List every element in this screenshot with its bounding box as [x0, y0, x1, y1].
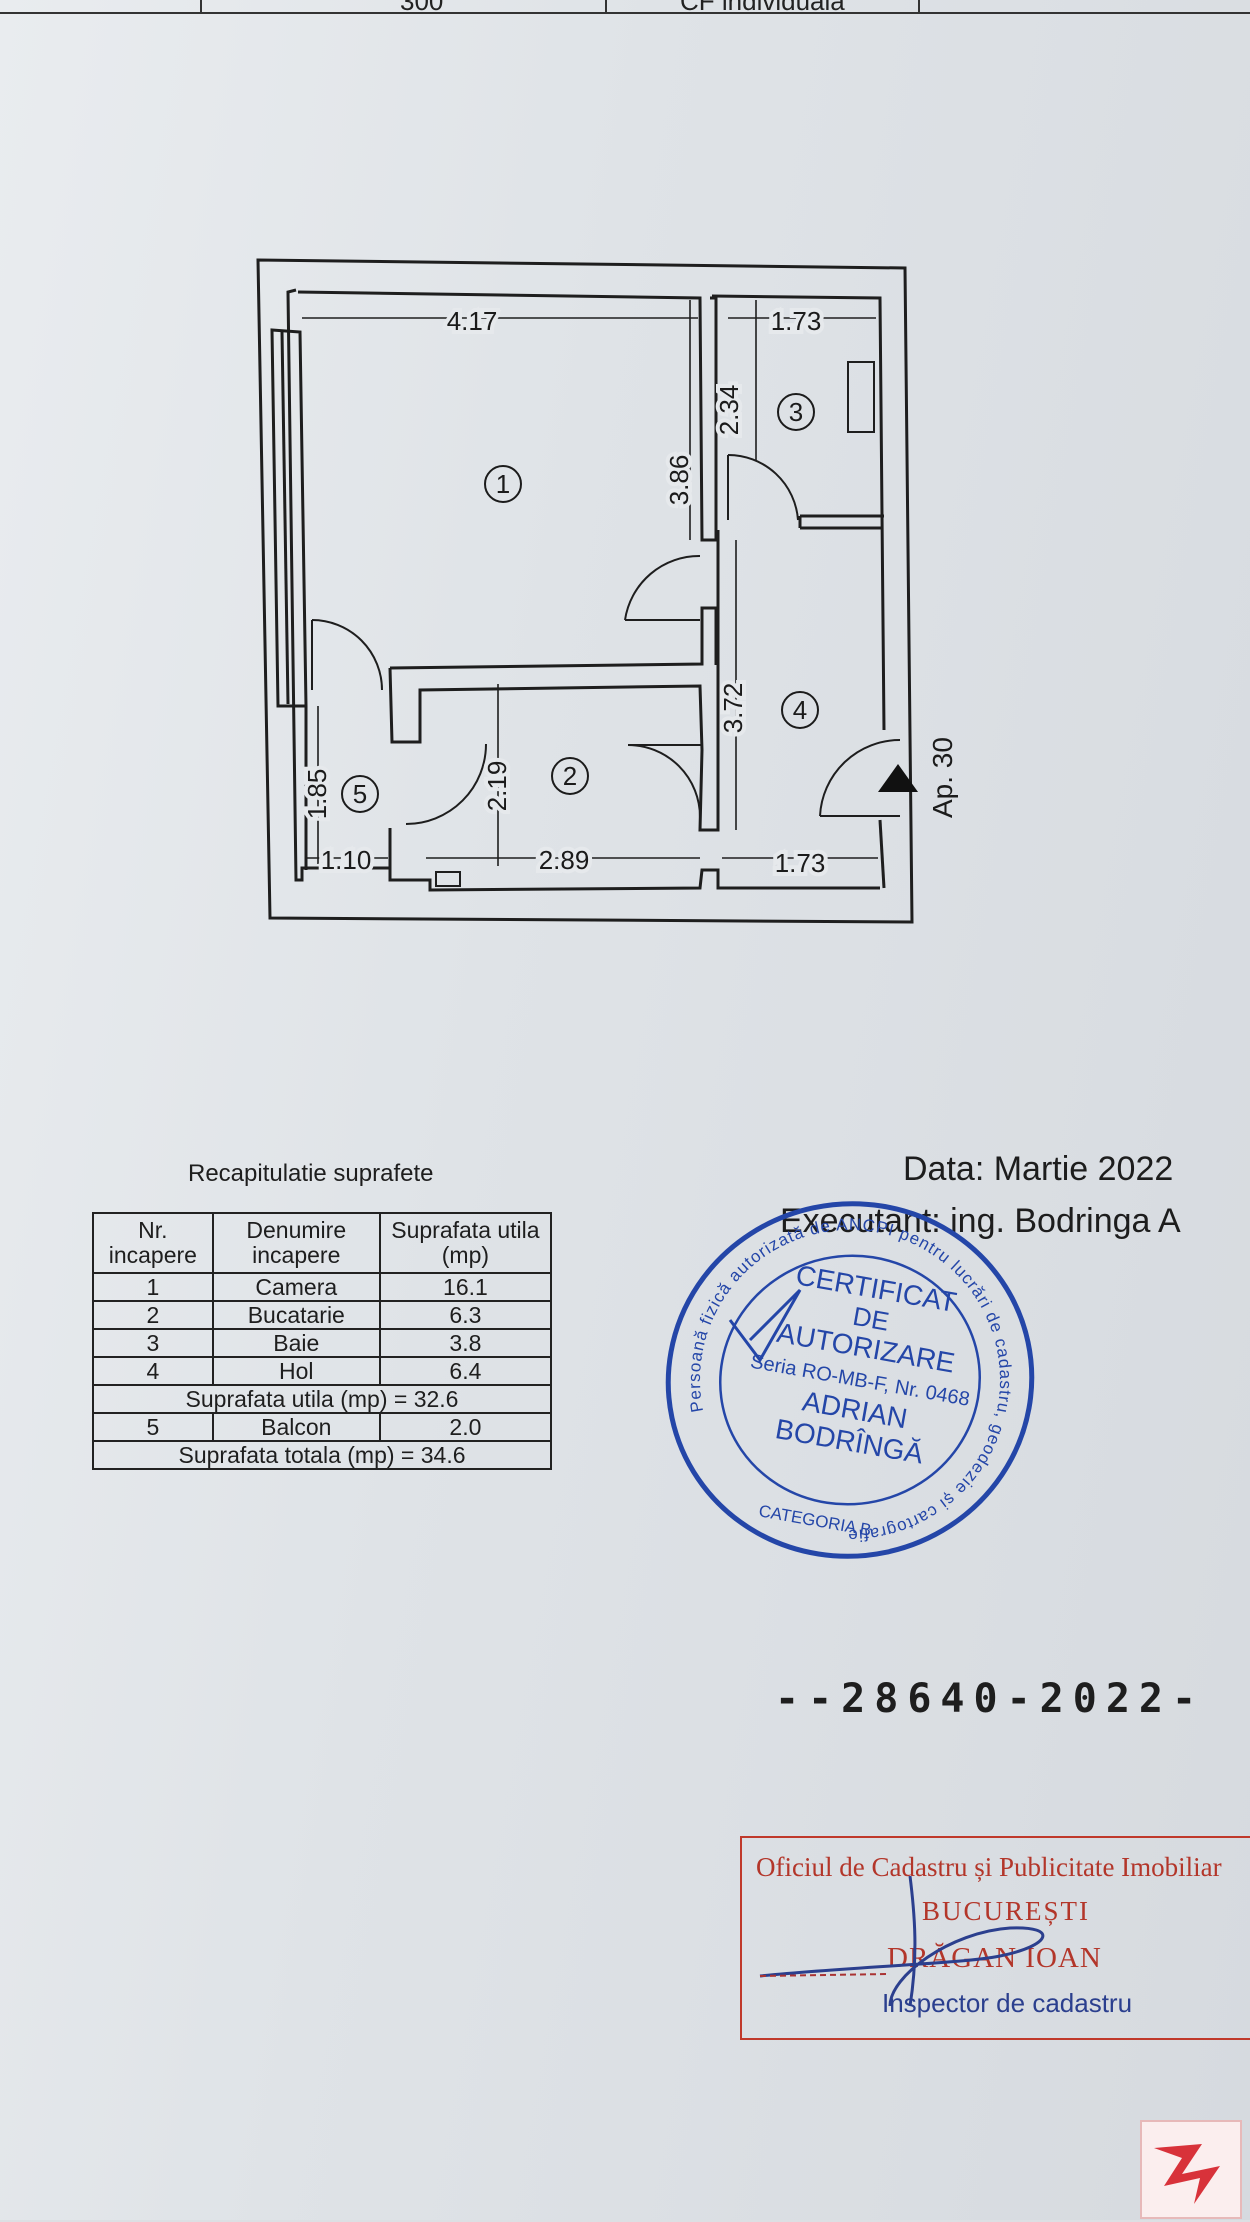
stamp-line2: DE	[851, 1301, 892, 1337]
ocpi-inspector-title: Inspector de cadastru	[882, 1988, 1133, 2018]
ocpi-office: Oficiul de Cadastru și Publicitate Imobi…	[756, 1852, 1222, 1882]
apartment-label: Ap. 30	[927, 737, 958, 818]
room-5-number: 5	[353, 779, 367, 809]
header-nr: Nr. incapere	[92, 1212, 214, 1274]
cell-area: 6.4	[378, 1356, 553, 1386]
useful-total-row: Suprafata utila (mp) = 32.6	[92, 1384, 552, 1414]
floor-plan: 4.17 1.73 3.86 2.34 3.72 2.19 2.89 1.73 …	[256, 258, 958, 924]
table-row: 1 Camera 16.1	[92, 1272, 553, 1302]
cell-area: 3.8	[378, 1328, 553, 1358]
cell-name: Hol	[211, 1356, 381, 1386]
room-3-number: 3	[789, 397, 803, 427]
useful-total: Suprafata utila (mp) = 32.6	[92, 1384, 552, 1414]
cropped-table-row: 300 CF individuala	[0, 0, 1250, 16]
grand-total: Suprafata totala (mp) = 34.6	[92, 1440, 552, 1470]
brand-logo-icon	[1154, 2144, 1220, 2204]
dim-room2-width: 2.89	[539, 845, 590, 875]
cell-no: 1	[92, 1272, 214, 1302]
dim-room2-depth: 2.19	[482, 761, 512, 812]
cell-area: 2.0	[378, 1412, 553, 1442]
grand-total-row: Suprafata totala (mp) = 34.6	[92, 1440, 552, 1470]
table-row: 4 Hol 6.4	[92, 1356, 553, 1386]
cell-no: 2	[92, 1300, 214, 1330]
dim-room3-depth: 2.34	[714, 385, 744, 436]
table-row: 3 Baie 3.8	[92, 1328, 553, 1358]
room-4-number: 4	[793, 695, 807, 725]
registration-number: --28640-2022-	[775, 1676, 1206, 1722]
entrance-triangle-icon	[878, 764, 918, 792]
cell-area: 6.3	[378, 1300, 553, 1330]
watermark-logo	[1140, 2120, 1242, 2219]
stamp-signature-icon	[728, 1288, 802, 1363]
ocpi-stamp: Oficiul de Cadastru și Publicitate Imobi…	[740, 1836, 1250, 2040]
dim-room1-depth: 3.86	[664, 455, 694, 506]
executant: Executant: ing. Bodringa A	[780, 1202, 1181, 1240]
cell-no: 5	[92, 1412, 214, 1442]
room-1-number: 1	[496, 469, 510, 499]
cell-area: 16.1	[378, 1272, 553, 1302]
document-date: Data: Martie 2022	[903, 1150, 1174, 1188]
cell-name: Baie	[211, 1328, 381, 1358]
cell-name: Camera	[211, 1272, 381, 1302]
table-row: 5 Balcon 2.0	[92, 1412, 553, 1442]
dim-room5-width: 1.10	[321, 845, 372, 875]
cell-no: 4	[92, 1356, 214, 1386]
cell-name: Bucatarie	[211, 1300, 381, 1330]
dim-room5-depth: 1.85	[302, 769, 332, 820]
dim-room3-width: 1.73	[771, 306, 822, 336]
table-header-row: Nr. incapere Denumire incapere Suprafata…	[92, 1212, 553, 1274]
recap-table: Nr. incapere Denumire incapere Suprafata…	[92, 1212, 553, 1470]
authorization-stamp: Persoană fizică autorizată de ANCPI pent…	[660, 1190, 1040, 1570]
header-name: Denumire incapere	[211, 1212, 381, 1274]
table-row: 2 Bucatarie 6.3	[92, 1300, 553, 1330]
ocpi-city: BUCUREȘTI	[922, 1896, 1091, 1926]
header-area: Suprafata utila (mp)	[378, 1212, 553, 1274]
inspector-signature-icon	[759, 1875, 1045, 2007]
cell-name: Balcon	[211, 1412, 381, 1442]
stamp-category: CATEGORIA B	[757, 1501, 873, 1540]
dim-room4-depth: 3.72	[718, 683, 748, 734]
dim-room4-width: 1.73	[775, 848, 826, 878]
recap-title: Recapitulatie suprafete	[188, 1160, 434, 1187]
room-2-number: 2	[563, 761, 577, 791]
dim-room1-width: 4.17	[447, 306, 498, 336]
cell-no: 3	[92, 1328, 214, 1358]
